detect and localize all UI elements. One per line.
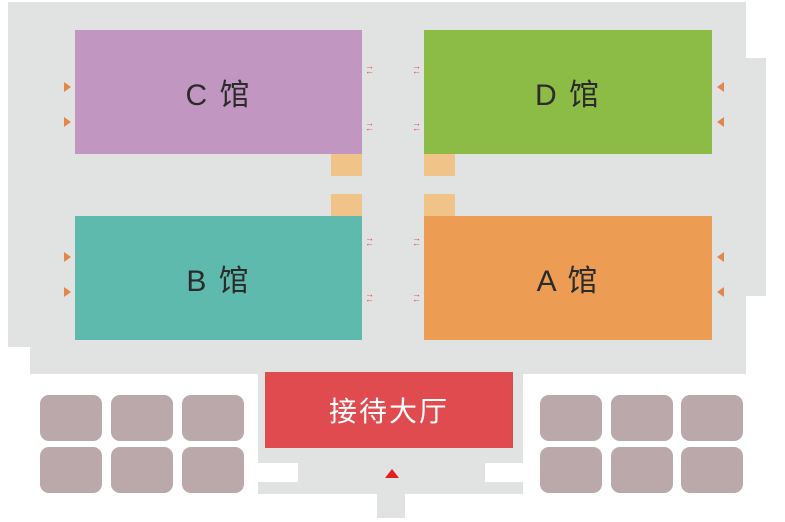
parking-block [111, 447, 173, 493]
entrance-arrow-icon [64, 252, 71, 262]
reception-hall[interactable]: 接待大厅 [265, 372, 513, 448]
door-icon: →← [412, 233, 421, 248]
hall-a[interactable]: A 馆 [424, 216, 712, 340]
entrance-arrow-icon [717, 252, 724, 262]
door-icon: →← [365, 289, 374, 304]
hall-d-label: D 馆 [535, 79, 601, 112]
door-icon: →← [412, 61, 421, 76]
parking-block [111, 395, 173, 441]
door-icon: →← [412, 289, 421, 304]
connector-b [331, 194, 362, 216]
parking-block [40, 395, 102, 441]
parking-block [611, 395, 673, 441]
connector-a [424, 194, 455, 216]
parking-block [182, 447, 244, 493]
main-entrance-arrow-icon [385, 469, 399, 478]
lobby-area-bottom [258, 482, 523, 494]
parking-block [40, 447, 102, 493]
parking-block [540, 447, 602, 493]
entrance-arrow-icon [717, 82, 724, 92]
parking-block [182, 395, 244, 441]
connector-d [424, 154, 455, 176]
entrance-arrow-icon [64, 287, 71, 297]
hall-c-label: C 馆 [185, 79, 252, 112]
entrance-arrow-icon [64, 117, 71, 127]
floor-area-east [746, 58, 766, 296]
floor-area-lower [30, 340, 746, 374]
entrance-arrow-icon [717, 117, 724, 127]
entrance-arrow-icon [717, 287, 724, 297]
door-icon: →← [365, 233, 374, 248]
hall-b-label: B 馆 [186, 265, 251, 298]
entrance-arrow-icon [64, 82, 71, 92]
door-icon: →← [412, 118, 421, 133]
entrance-path [377, 490, 405, 518]
parking-block [611, 447, 673, 493]
parking-block [681, 395, 743, 441]
hall-d[interactable]: D 馆 [424, 30, 712, 154]
reception-label: 接待大厅 [328, 396, 449, 427]
door-icon: →← [365, 118, 374, 133]
hall-a-label: A 馆 [536, 265, 600, 298]
connector-c [331, 154, 362, 176]
hall-c[interactable]: C 馆 [75, 30, 362, 154]
hall-b[interactable]: B 馆 [75, 216, 362, 340]
parking-block [681, 447, 743, 493]
door-icon: →← [365, 61, 374, 76]
parking-block [540, 395, 602, 441]
